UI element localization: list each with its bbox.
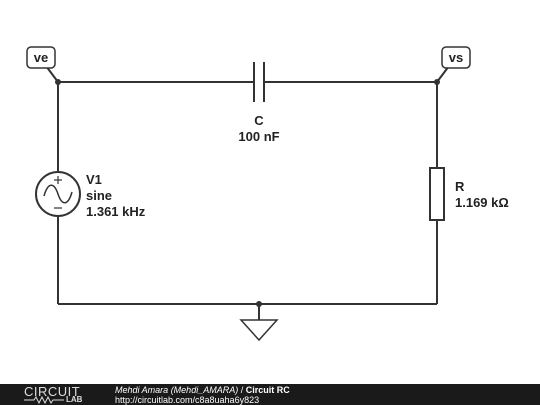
logo-resistor-icon: [24, 396, 64, 404]
net-label-vs[interactable]: vs: [436, 46, 471, 83]
capacitor-name: C: [254, 113, 264, 128]
circuit-title[interactable]: Circuit RC: [245, 385, 290, 395]
footer-bar: CIRCUIT LAB Mehdi Amara (Mehdi_AMARA) / …: [0, 384, 540, 405]
voltage-source-symbol[interactable]: [35, 171, 81, 217]
source-type: sine: [86, 188, 112, 203]
resistor-value: 1.169 kΩ: [455, 195, 509, 210]
resistor-symbol[interactable]: [429, 167, 445, 221]
net-label-ve-text: ve: [34, 50, 48, 65]
junction-dot-ground: [256, 301, 262, 307]
circuit-url[interactable]: http://circuitlab.com/c8a8uaha6y823: [115, 395, 260, 405]
ground-icon[interactable]: [239, 319, 279, 342]
net-label-vs-text: vs: [449, 50, 463, 65]
source-frequency: 1.361 kHz: [86, 204, 146, 219]
capacitor-symbol[interactable]: [253, 62, 265, 102]
resistor-name: R: [455, 179, 465, 194]
schematic-canvas: C 100 nF V1 sine 1.361 kHz R 1.169 kΩ ve…: [26, 46, 509, 342]
net-label-ve[interactable]: ve: [26, 46, 59, 83]
capacitor-value: 100 nF: [238, 129, 279, 144]
footer-credit: Mehdi Amara (Mehdi_AMARA) / Circuit RC: [115, 385, 290, 395]
wires: [57, 81, 438, 320]
author-name[interactable]: Mehdi Amara (Mehdi_AMARA): [115, 385, 239, 395]
logo-top-text: CIRCUIT: [24, 384, 81, 399]
source-name: V1: [86, 172, 102, 187]
circuitlab-logo[interactable]: CIRCUIT LAB: [24, 384, 94, 404]
logo-bottom-text: LAB: [66, 395, 83, 404]
footer-separator: /: [238, 385, 246, 395]
